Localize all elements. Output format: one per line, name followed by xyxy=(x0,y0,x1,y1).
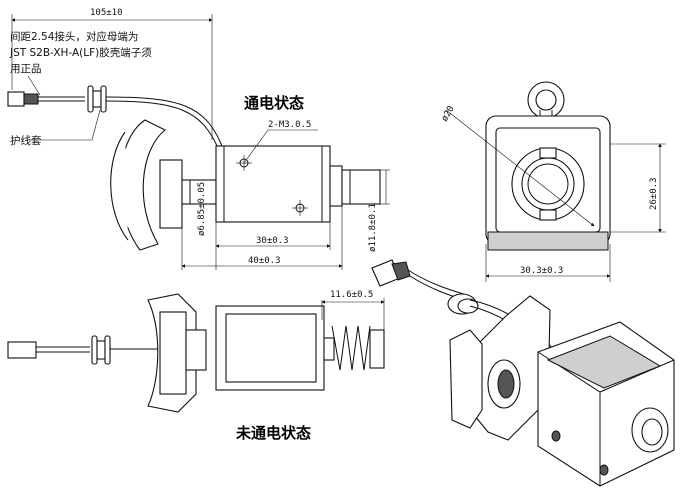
shaft-diameter-label: ø11.8±0.1 xyxy=(368,203,378,252)
return-spring xyxy=(331,325,371,371)
plunger-end-bottom xyxy=(369,329,385,369)
note-line-1: 间距2.54接头，对应母端为 xyxy=(10,30,138,43)
ring-diameter-label: ø20 xyxy=(440,104,457,123)
overall-length-label: 40±0.3 xyxy=(248,256,281,266)
wire-grommet-top xyxy=(87,85,107,113)
frame-height-label: 26±0.3 xyxy=(649,177,659,210)
total-length-dimension: 105±10 xyxy=(11,8,213,140)
isometric-view xyxy=(371,259,675,487)
frame-width-label: 30.3±0.3 xyxy=(520,266,563,276)
body-length-label: 30±0.3 xyxy=(256,236,289,246)
rear-end-cap-top xyxy=(341,169,381,205)
end-view: ø20 26±0.3 30.3±0.3 xyxy=(440,81,666,282)
connector-housing xyxy=(7,91,25,107)
stroke-label: 11.6±0.5 xyxy=(330,290,373,300)
connector-note: 间距2.54接头，对应母端为 JST S2B-XH-A(LF)胶壳端子须 用正品 xyxy=(9,30,152,96)
note-line-2: JST S2B-XH-A(LF)胶壳端子须 xyxy=(9,46,152,59)
de-energized-title: 未通电状态 xyxy=(235,424,311,442)
plunger-top xyxy=(181,179,217,205)
note-line-3: 用正品 xyxy=(10,63,42,75)
plunger-diameter-label: ø6.85±0.05 xyxy=(197,182,207,236)
connector-housing-bottom xyxy=(7,341,37,359)
wire-grommet-bottom xyxy=(91,335,111,365)
energized-title: 通电状态 xyxy=(244,94,304,112)
mount-plate-top xyxy=(159,159,183,229)
solenoid-body-top xyxy=(215,145,331,223)
de-energized-side-view: 11.6±0.5 未通电状态 xyxy=(7,290,385,442)
total-length-label: 105±10 xyxy=(90,8,123,18)
energized-side-view: 护线套 2-M3.0.5 ø6.85±0.05 ø11.8±0.1 xyxy=(7,85,390,270)
sleeve-label: 护线套 xyxy=(10,134,42,147)
thread-label: 2-M3.0.5 xyxy=(268,120,311,130)
